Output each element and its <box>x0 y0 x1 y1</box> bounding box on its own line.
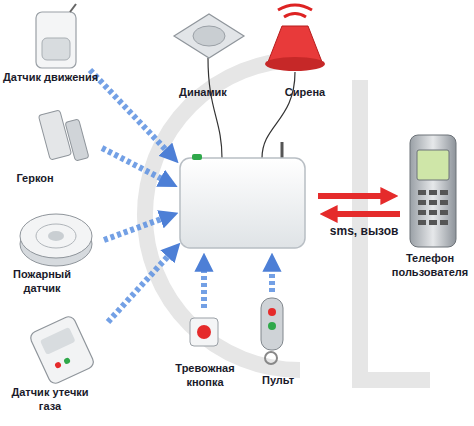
caption-text: Датчик утечки газа <box>4 386 96 414</box>
panic-button <box>190 318 218 346</box>
device-caption: Тревожная кнопка <box>168 362 242 390</box>
device-caption: Пульт <box>262 370 297 388</box>
caption-text: Динамик <box>179 86 227 100</box>
watermark <box>145 60 430 380</box>
caption-text: Сирена <box>285 86 325 100</box>
device-caption: Датчик движения <box>3 67 101 85</box>
caption-text: Датчик движения <box>3 71 98 85</box>
caption-text: Телефон пользователя <box>389 252 471 280</box>
control-unit <box>180 142 305 248</box>
device-caption: Геркон <box>16 168 56 186</box>
device-caption: Датчик утечки газа <box>4 386 96 414</box>
speaker <box>174 14 244 58</box>
gas-detector <box>28 314 95 385</box>
signal-label-text: sms, вызов <box>330 224 399 238</box>
mobile-phone <box>410 135 456 247</box>
signal-label: sms, вызов <box>327 224 402 239</box>
device-caption: Пожарный датчик <box>6 268 78 296</box>
motion-sensor <box>36 4 76 68</box>
caption-text: Геркон <box>16 172 53 186</box>
caption-text: Тревожная кнопка <box>168 362 242 390</box>
device-caption: Телефон пользователя <box>389 252 471 280</box>
device-caption: Сирена <box>285 82 328 100</box>
device-caption: Динамик <box>179 82 229 100</box>
gsm-arrow <box>318 196 400 214</box>
key-fob <box>261 298 283 364</box>
reed-switch <box>38 110 89 161</box>
caption-text: Пульт <box>262 374 294 388</box>
caption-text: Пожарный датчик <box>6 268 78 296</box>
smoke-detector <box>20 214 92 266</box>
siren <box>265 5 325 71</box>
